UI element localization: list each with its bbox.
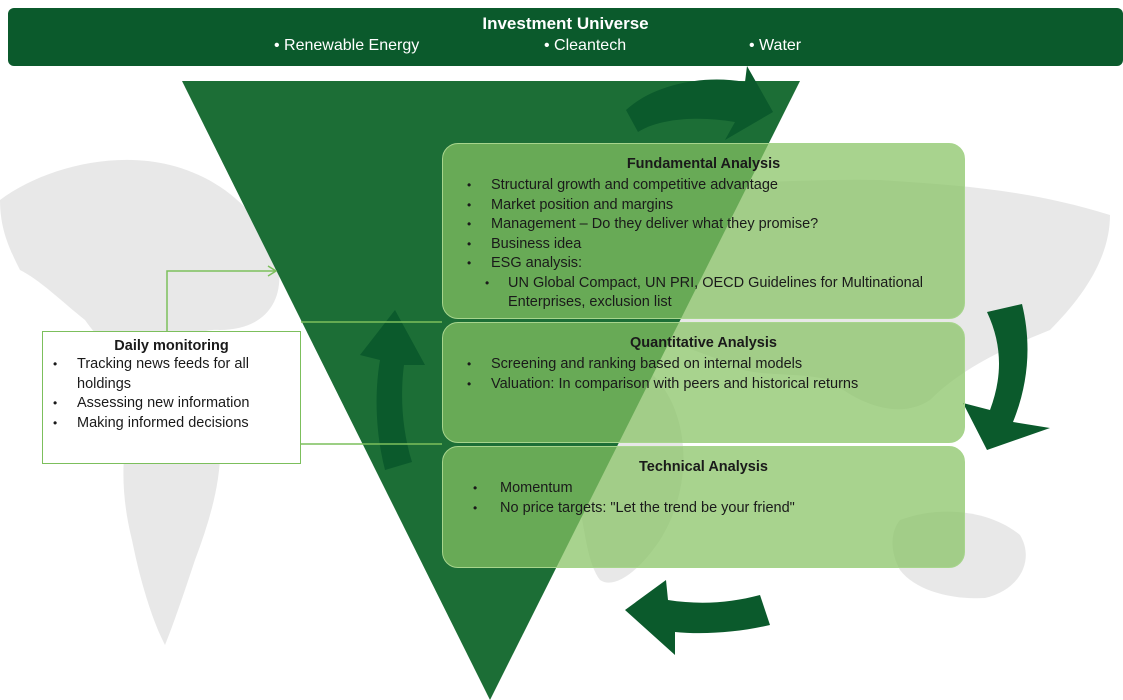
daily-monitoring-connector	[166, 265, 442, 445]
list-item: Structural growth and competitive advant…	[443, 176, 964, 196]
list-item: Screening and ranking based on internal …	[443, 355, 964, 375]
technical-analysis-title: Technical Analysis	[639, 459, 768, 475]
quantitative-analysis-list: Screening and ranking based on internal …	[443, 355, 964, 394]
investment-universe-title: Investment Universe	[482, 14, 649, 33]
cycle-arrow-top	[626, 66, 773, 140]
list-item: Valuation: In comparison with peers and …	[443, 375, 964, 395]
fundamental-analysis-list: Structural growth and competitive advant…	[443, 176, 964, 274]
sub-list-item: UN Global Compact, UN PRI, OECD Guidelin…	[443, 274, 964, 313]
list-item: Market position and margins	[443, 196, 964, 216]
technical-analysis-list: Momentum No price targets: "Let the tren…	[443, 479, 964, 518]
cycle-arrow-left	[360, 310, 425, 470]
list-item: Assessing new information	[43, 394, 300, 414]
quantitative-analysis-title: Quantitative Analysis	[630, 335, 777, 351]
esg-sublist: UN Global Compact, UN PRI, OECD Guidelin…	[443, 274, 964, 313]
daily-monitoring-title: Daily monitoring	[114, 338, 229, 354]
list-item: Making informed decisions	[43, 414, 300, 434]
list-item: ESG analysis:	[443, 254, 964, 274]
list-item: No price targets: "Let the trend be your…	[443, 499, 964, 519]
universe-item-renewable-energy: • Renewable Energy	[274, 37, 420, 54]
investment-universe-banner: Investment Universe • Renewable Energy •…	[8, 8, 1123, 66]
list-item: Tracking news feeds for all holdings	[43, 355, 300, 394]
list-item: Business idea	[443, 235, 964, 255]
fundamental-analysis-title: Fundamental Analysis	[626, 156, 781, 172]
daily-monitoring-list: Tracking news feeds for all holdings Ass…	[43, 355, 300, 433]
cycle-arrow-right	[963, 304, 1050, 450]
fundamental-analysis-box: Fundamental Analysis Structural growth a…	[442, 143, 965, 319]
technical-analysis-box: Technical Analysis Momentum No price tar…	[442, 446, 965, 568]
universe-item-water: • Water	[749, 37, 802, 54]
list-item: Momentum	[443, 479, 964, 499]
cycle-arrow-bottom	[625, 580, 770, 655]
list-item: Management – Do they deliver what they p…	[443, 215, 964, 235]
quantitative-analysis-box: Quantitative Analysis Screening and rank…	[442, 322, 965, 443]
universe-item-cleantech: • Cleantech	[544, 37, 627, 54]
daily-monitoring-box: Daily monitoring Tracking news feeds for…	[42, 331, 301, 464]
